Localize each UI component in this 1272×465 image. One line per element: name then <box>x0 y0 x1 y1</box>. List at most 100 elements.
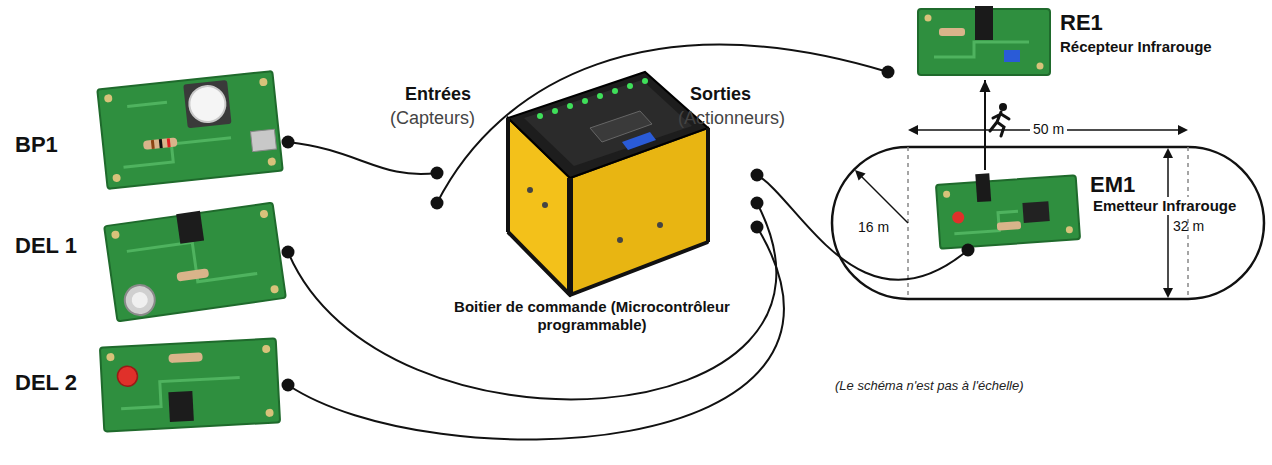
wire <box>431 45 895 210</box>
mounting-hole <box>270 285 279 294</box>
led-module <box>100 338 280 431</box>
box-edge <box>706 128 710 242</box>
wire-line <box>288 203 776 399</box>
button-base <box>183 80 231 128</box>
running-track <box>832 147 1264 299</box>
module-name: DEL 1 <box>15 233 77 259</box>
wire-line <box>288 142 437 174</box>
resistor-band <box>167 138 171 147</box>
wire-end-dot <box>431 197 444 210</box>
mounting-hole <box>262 345 270 353</box>
mounting-hole <box>259 78 268 87</box>
wire-line <box>288 227 784 440</box>
capacitor <box>1004 50 1020 62</box>
module-name: RE1 <box>1060 10 1103 36</box>
status-led <box>582 98 588 104</box>
box-edge <box>508 232 708 295</box>
resistor <box>143 137 178 150</box>
status-led <box>612 88 618 94</box>
group-subheading: (Capteurs) <box>390 108 475 130</box>
radius-line <box>860 175 908 223</box>
control-box-node: Boitier de commande (Microcontrôleur pro… <box>437 55 757 355</box>
mounting-hole <box>104 94 113 103</box>
actuator-module: DEL 2 <box>12 330 288 440</box>
actuator-module: DEL 1 <box>12 200 288 325</box>
resistor-band <box>159 139 163 148</box>
pcb-board <box>936 175 1080 249</box>
led-lens <box>131 291 149 309</box>
box-edge <box>506 118 510 232</box>
wire-end-dot <box>751 197 764 210</box>
pcb-board <box>97 71 282 189</box>
dimension-label: 16 m <box>858 219 889 236</box>
box-panel <box>524 80 692 166</box>
status-led <box>597 93 603 99</box>
dimension-line <box>1167 154 1169 292</box>
ir-sensor <box>975 6 993 40</box>
resistor <box>168 352 202 363</box>
mounting-hole <box>1066 226 1073 233</box>
led-module <box>104 201 286 322</box>
red-led <box>117 366 138 387</box>
dimension-arrowhead <box>1163 148 1173 158</box>
port <box>657 222 663 228</box>
wire-line <box>437 45 888 203</box>
dimension-arrowhead <box>1178 125 1188 135</box>
pcb-board <box>104 203 286 322</box>
runner-icon <box>990 103 1009 136</box>
mounting-hole <box>265 409 273 417</box>
mounting-hole <box>259 209 268 218</box>
wire-end-dot <box>431 167 444 180</box>
module-name: BP1 <box>15 132 58 158</box>
wire-end-dot <box>282 136 295 149</box>
box-edge <box>567 178 573 295</box>
button-cap <box>188 84 228 124</box>
infrared-beam-arrow <box>980 80 991 170</box>
port <box>542 202 548 208</box>
control-box <box>508 72 708 295</box>
mounting-hole <box>925 15 932 22</box>
dimension-label: 50 m <box>1030 121 1067 138</box>
push-button-module <box>97 71 282 189</box>
dashed-line <box>1187 147 1189 299</box>
wire-line <box>757 175 968 280</box>
group-heading: Sorties <box>690 84 751 106</box>
port <box>617 237 623 243</box>
wire-end-dot <box>751 221 764 234</box>
dimension-arrowhead <box>1163 288 1173 298</box>
pcb-board <box>100 338 280 431</box>
jack-socket <box>176 211 204 244</box>
status-led <box>627 83 633 89</box>
dimension-arrowhead <box>855 170 866 181</box>
mounting-hole <box>111 230 120 239</box>
resistor <box>176 268 209 281</box>
module-name: EM1 <box>1090 172 1135 198</box>
wire-end-dot <box>282 246 295 259</box>
status-led <box>537 113 543 119</box>
status-led <box>642 78 648 84</box>
resistor-band <box>151 140 155 149</box>
dimension-arrowhead <box>908 125 918 135</box>
runner-head <box>999 103 1007 111</box>
module-name: DEL 2 <box>15 370 77 396</box>
wire-end-dot <box>282 379 295 392</box>
status-led <box>552 108 558 114</box>
box-caption: Boitier de commande (Microcontrôleur pro… <box>452 298 732 334</box>
infrared-beam-arrow-line <box>984 80 986 170</box>
wire-end-dot <box>962 244 975 257</box>
mounting-hole <box>943 191 950 198</box>
arrowhead <box>980 80 991 92</box>
red-led <box>952 211 965 224</box>
resistor <box>939 28 965 36</box>
wire <box>282 221 784 440</box>
group-heading: Entrées <box>405 84 471 106</box>
runner-body <box>990 112 1009 136</box>
scale-note: (Le schéma n'est pas à l'échelle) <box>835 378 1024 394</box>
mounting-hole <box>112 174 121 183</box>
box-top <box>508 72 708 178</box>
